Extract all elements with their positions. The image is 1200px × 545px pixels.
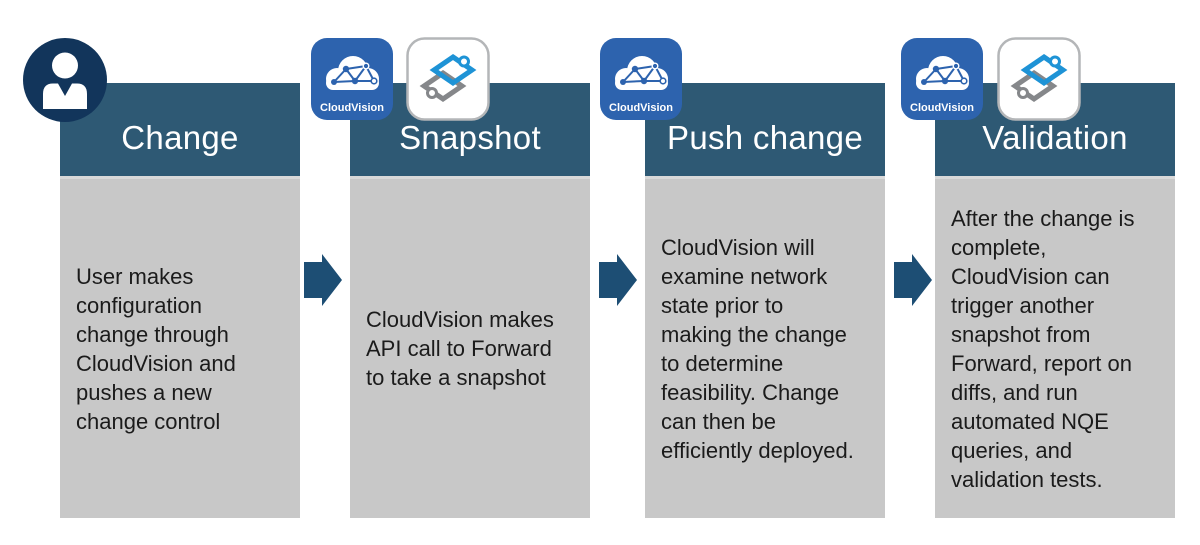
user-icon xyxy=(23,38,107,122)
arrow-right-icon xyxy=(894,254,932,306)
stage-title-push-change: Push change xyxy=(645,83,885,176)
forward-networks-icon xyxy=(997,37,1081,121)
cloudvision-icon: CloudVision xyxy=(311,38,393,120)
arrow-right-icon xyxy=(304,254,342,306)
stage-title-change: Change xyxy=(60,83,300,176)
stage-description-validation: After the change is complete, CloudVisio… xyxy=(951,205,1135,492)
stage-column-change: Change User makes configuration change t… xyxy=(60,83,300,518)
stage-column-push-change: Push change CloudVision will examine net… xyxy=(645,83,885,518)
stage-description-push-change: CloudVision will examine network state p… xyxy=(661,234,854,463)
stage-body-change: User makes configuration change through … xyxy=(60,176,300,518)
stage-column-validation: Validation After the change is complete,… xyxy=(935,83,1175,518)
stage-body-validation: After the change is complete, CloudVisio… xyxy=(935,176,1175,518)
stage-body-push-change: CloudVision will examine network state p… xyxy=(645,176,885,518)
cloudvision-label: CloudVision xyxy=(910,102,974,114)
arrow-right-icon xyxy=(599,254,637,306)
cloudvision-label: CloudVision xyxy=(609,102,673,114)
forward-networks-icon xyxy=(406,37,490,121)
stage-description-snapshot: CloudVision makes API call to Forward to… xyxy=(366,307,554,390)
cloudvision-icon: CloudVision xyxy=(600,38,682,120)
cloudvision-label: CloudVision xyxy=(320,102,384,114)
stage-body-snapshot: CloudVision makes API call to Forward to… xyxy=(350,176,590,518)
stage-description-change: User makes configuration change through … xyxy=(76,263,236,434)
stage-column-snapshot: Snapshot CloudVision makes API call to F… xyxy=(350,83,590,518)
cloudvision-icon: CloudVision xyxy=(901,38,983,120)
